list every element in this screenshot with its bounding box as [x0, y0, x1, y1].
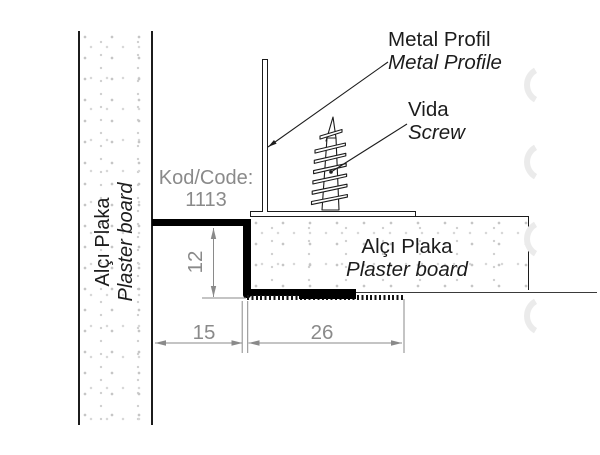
metal-profile-plate: [250, 211, 416, 217]
profile-web: [242, 219, 251, 298]
wall-board-label-tr: Alçı Plaka: [92, 197, 114, 287]
dimension-15: 15: [192, 321, 216, 344]
dimension-12: 12: [184, 250, 207, 274]
screw-label: Vida Screw: [408, 98, 465, 144]
wall-board-label-en: Plaster board: [115, 182, 137, 302]
screw-label-en: Screw: [408, 120, 465, 144]
code-label-value: 1113: [185, 188, 227, 211]
metal-profile-blade: [262, 59, 268, 212]
metal-profile-label-tr: Metal Profil: [388, 28, 491, 51]
code-label: Kod/Code: 1113: [146, 167, 266, 211]
leader-dot: [329, 170, 333, 174]
code-label-title: Kod/Code:: [158, 167, 254, 189]
metal-profile-label: Metal Profil Metal Profile: [388, 28, 502, 74]
metal-profile-label-en: Metal Profile: [388, 50, 502, 74]
screw-icon: [310, 116, 348, 211]
ceiling-board-bottom-edge: [251, 291, 597, 293]
screw-label-tr: Vida: [408, 98, 449, 121]
dimension-26: 26: [310, 321, 334, 344]
wall-board-label: Alçı Plaka Plaster board: [92, 162, 140, 322]
profile-bottom-flange-lip: [299, 295, 356, 299]
profile-bottom-flange: [247, 289, 356, 296]
ceiling-board-label-tr: Alçı Plaka: [361, 235, 453, 258]
ceiling-board-label: Alçı Plaka Plaster board: [317, 235, 497, 281]
profile-top-flange: [152, 219, 251, 226]
wall-plaster-board: [78, 31, 153, 425]
leader-metal-profile: [267, 61, 389, 148]
ceiling-board-label-en: Plaster board: [346, 257, 468, 281]
leader-arrowhead: [268, 140, 277, 147]
ceiling-plaster-board: [251, 216, 529, 290]
leader-screw: [329, 123, 408, 174]
